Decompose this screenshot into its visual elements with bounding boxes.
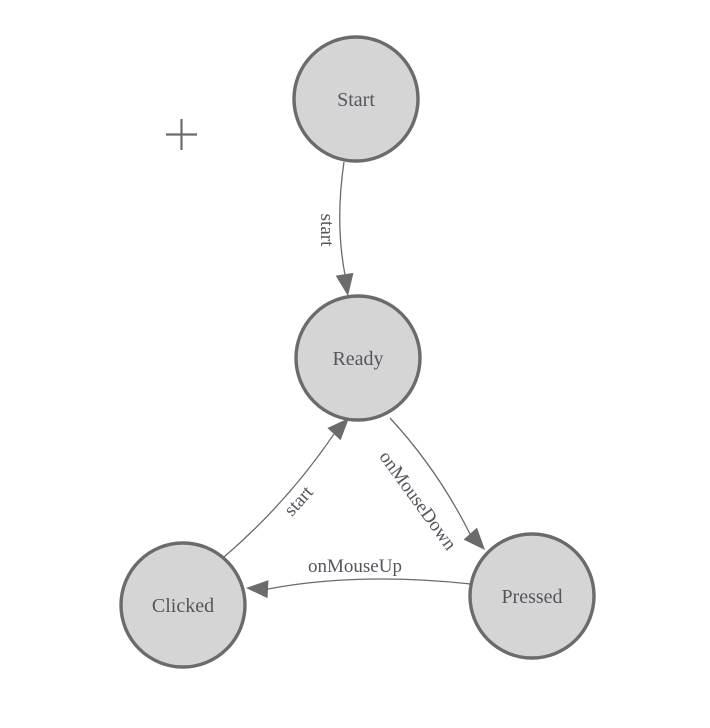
arrowhead-icon <box>246 580 269 599</box>
node-label: Ready <box>332 348 383 370</box>
edge-line <box>339 161 346 276</box>
node-circle <box>468 532 596 660</box>
state-node-clicked[interactable]: Clicked <box>119 541 247 669</box>
state-node-pressed[interactable]: Pressed <box>468 532 596 660</box>
plus-cursor-icon <box>166 119 197 150</box>
node-circle <box>294 294 422 422</box>
state-node-ready[interactable]: Ready <box>294 294 422 422</box>
edge-start-to-ready[interactable]: start <box>316 161 357 297</box>
edge-label-start: start <box>316 214 337 247</box>
edge-clicked-to-ready[interactable]: start <box>223 412 356 558</box>
arrowhead-icon <box>335 272 354 296</box>
state-node-start[interactable]: Start <box>292 35 420 163</box>
edge-line <box>267 578 472 590</box>
edge-line <box>389 417 471 535</box>
arrowhead-icon <box>463 527 485 550</box>
arrowhead-icon <box>327 418 349 441</box>
edge-label-onmouseup: onMouseUp <box>308 556 402 577</box>
node-circle <box>119 541 247 669</box>
edge-pressed-to-clicked[interactable]: onMouseUp <box>246 556 472 599</box>
node-label: Pressed <box>501 586 562 608</box>
edge-line <box>223 433 335 558</box>
edge-label-onmousedown: onMouseDown <box>375 447 461 555</box>
node-label: Clicked <box>152 595 214 617</box>
edge-ready-to-pressed[interactable]: onMouseDown <box>375 417 492 556</box>
edge-label-start-2: start <box>280 482 318 521</box>
node-label: Start <box>337 89 375 111</box>
node-circle <box>292 35 420 163</box>
